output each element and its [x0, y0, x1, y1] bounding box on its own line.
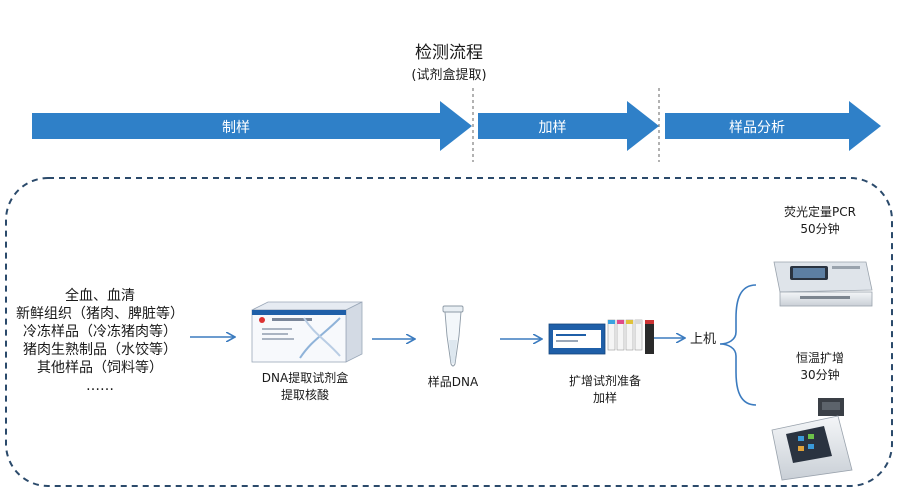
dna-helix-icon	[299, 317, 341, 359]
qpcr-caption-line2: 50分钟	[800, 222, 840, 236]
sample-item: 冷冻样品（冷冻猪肉等）	[23, 324, 177, 340]
sample-item: 其他样品（饲料等）	[37, 360, 163, 376]
sample-type-list: 全血、血清 新鲜组织（猪肉、脾脏等） 冷冻样品（冷冻猪肉等） 猪肉生熟制品（水饺…	[0, 287, 200, 395]
amp-caption-line1: 扩增试剂准备	[568, 374, 641, 388]
branch-brace	[719, 284, 757, 406]
sample-item: 新鲜组织（猪肉、脾脏等）	[16, 306, 184, 322]
tube-caption: 样品DNA	[427, 375, 479, 389]
kit-caption-line2: 提取核酸	[280, 388, 329, 402]
stage-label-analysis: 样品分析	[729, 120, 785, 136]
sample-item: ……	[86, 378, 114, 394]
diagram-title: 检测流程	[415, 43, 483, 63]
qpcr-instrument	[773, 261, 873, 307]
stage-arrow-sample-prep	[32, 101, 472, 151]
dna-kit-box	[251, 301, 363, 363]
amp-caption-line2: 加样	[592, 391, 617, 405]
workflow-container	[5, 177, 893, 487]
kit-caption-line1: DNA提取试剂盒	[261, 371, 349, 385]
qpcr-caption-line1: 荧光定量PCR	[784, 205, 856, 219]
kit-logo-icon	[259, 317, 265, 323]
stage-arrow-loading	[478, 101, 659, 151]
iso-caption-line1: 恒温扩增	[795, 351, 844, 365]
qpcr-caption: 荧光定量PCR 50分钟	[770, 204, 870, 238]
stage-arrow-analysis	[665, 101, 881, 151]
load-caption: 上机	[689, 332, 716, 347]
amp-caption: 扩增试剂准备 加样	[555, 373, 655, 407]
iso-caption-line2: 30分钟	[800, 368, 840, 382]
amplification-kit	[548, 319, 654, 355]
sample-tube	[442, 305, 464, 367]
sample-item: 猪肉生熟制品（水饺等）	[23, 342, 177, 358]
kit-caption: DNA提取试剂盒 提取核酸	[250, 370, 360, 404]
stage-label-sample-prep: 制样	[222, 120, 250, 136]
isothermal-instrument	[771, 398, 853, 481]
diagram-subtitle: (试剂盒提取)	[411, 68, 487, 83]
sample-item: 全血、血清	[65, 288, 135, 304]
stage-label-loading: 加样	[538, 120, 567, 136]
iso-caption: 恒温扩增 30分钟	[770, 350, 870, 384]
